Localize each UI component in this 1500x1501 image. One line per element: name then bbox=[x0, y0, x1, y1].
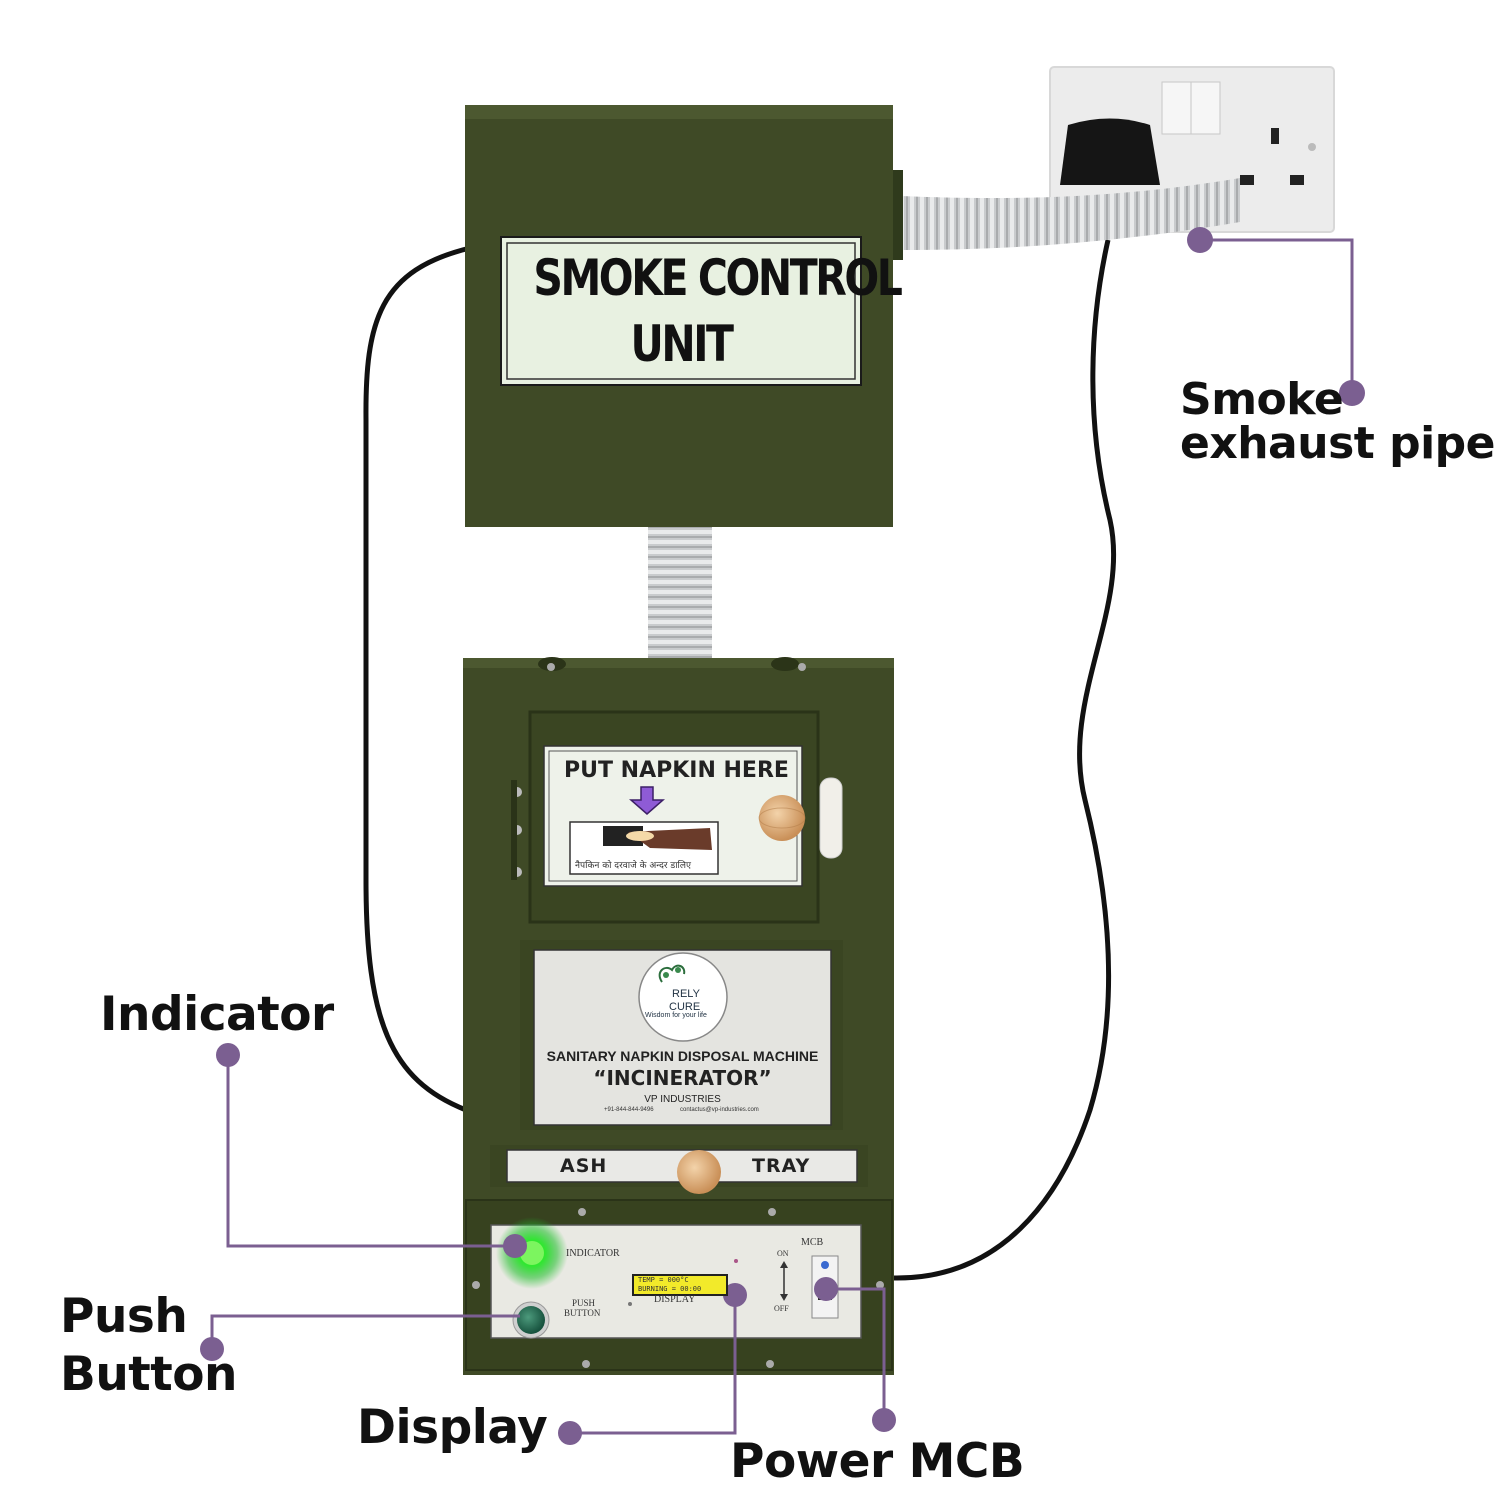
mcb-label: MCB bbox=[801, 1237, 824, 1248]
push-button[interactable] bbox=[513, 1302, 549, 1338]
indicator-light bbox=[514, 1235, 550, 1271]
callout-smoke-pipe-2: exhaust pipe bbox=[1180, 418, 1496, 469]
plate-email: contactus@vp-industries.com bbox=[680, 1107, 759, 1113]
lcd-line1: TEMP = 000°C bbox=[638, 1276, 689, 1284]
callout-smoke-pipe-1: Smoke bbox=[1180, 374, 1344, 425]
plate-contact: +91-844-844-9496 bbox=[604, 1107, 654, 1113]
callout-display: Display bbox=[357, 1400, 548, 1455]
ash-tray-right: TRAY bbox=[752, 1155, 811, 1177]
logo-tagline: Wisdom for your life bbox=[645, 1012, 707, 1019]
callout-power-mcb: Power MCB bbox=[730, 1434, 1025, 1489]
plate-title: SANITARY NAPKIN DISPOSAL MACHINE bbox=[546, 1048, 819, 1064]
ash-tray-knob[interactable] bbox=[677, 1150, 721, 1194]
plate-subtitle: “INCINERATOR” bbox=[593, 1066, 772, 1090]
smoke-unit-label-line2: UNIT bbox=[630, 315, 734, 373]
put-napkin-title: PUT NAPKIN HERE bbox=[564, 758, 789, 783]
callout-indicator: Indicator bbox=[100, 987, 334, 1042]
push-button-label-2: BUTTON bbox=[564, 1308, 601, 1318]
callout-push-button-2: Button bbox=[60, 1347, 237, 1402]
lcd-line2: BURNING = 00:00 bbox=[638, 1285, 702, 1293]
display-label: DISPLAY bbox=[654, 1294, 696, 1305]
napkin-hindi-caption: नैपकिन को दरवाजे के अन्दर डालिए bbox=[575, 861, 691, 871]
plate-company: VP INDUSTRIES bbox=[644, 1094, 721, 1105]
mcb-on-label: ON bbox=[777, 1249, 789, 1258]
smoke-unit-label-line1: SMOKE CONTROL bbox=[533, 249, 902, 307]
lcd-display: TEMP = 000°C BURNING = 00:00 bbox=[632, 1274, 728, 1296]
mcb-off-label: OFF bbox=[774, 1304, 789, 1313]
push-button-label-1: PUSH bbox=[572, 1298, 596, 1308]
logo-line2: CURE bbox=[669, 1001, 701, 1013]
arrow-down-icon bbox=[631, 787, 663, 815]
callout-push-button-1: Push bbox=[60, 1289, 188, 1344]
mcb-switch[interactable] bbox=[812, 1256, 838, 1318]
ash-tray-left: ASH bbox=[560, 1155, 608, 1177]
logo-line1: RELY bbox=[672, 988, 700, 1000]
indicator-label: INDICATOR bbox=[566, 1248, 620, 1259]
